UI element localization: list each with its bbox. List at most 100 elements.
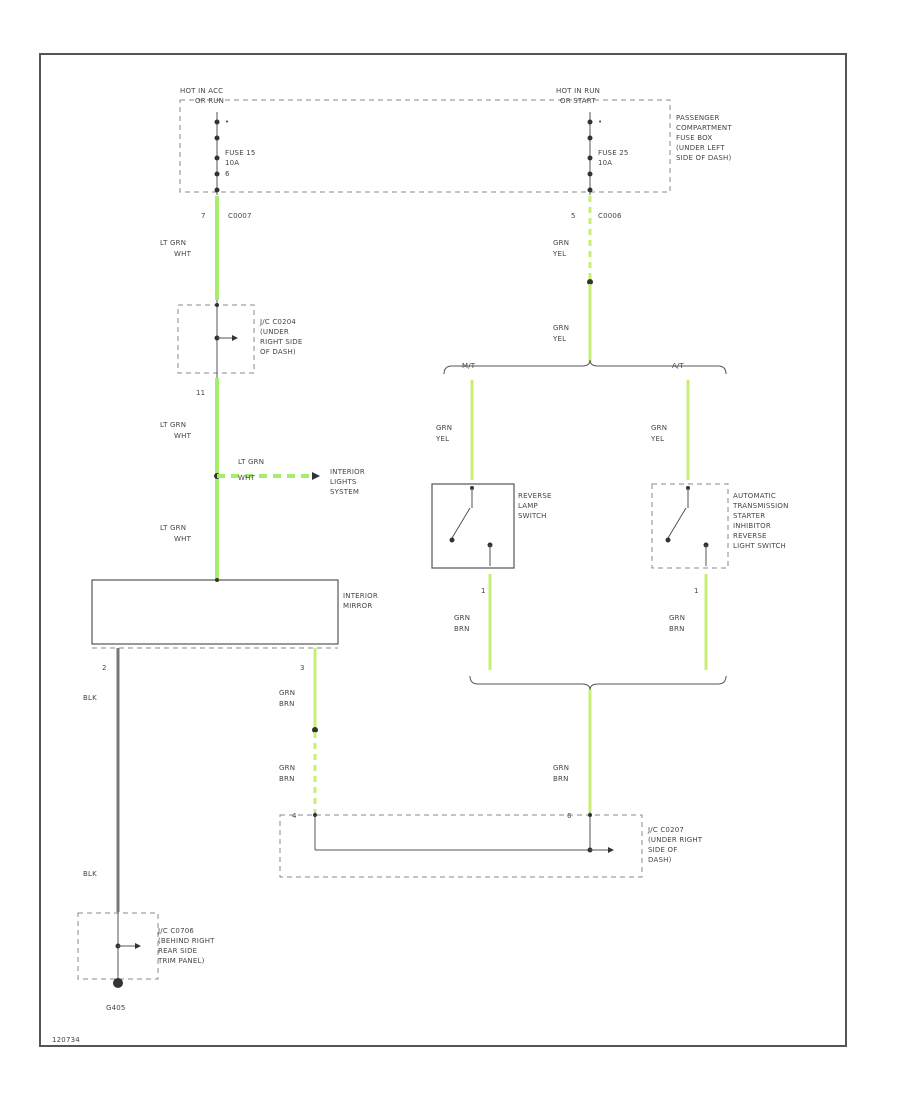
wire-label-ltgrn-4: LT GRN WHT <box>160 524 192 543</box>
svg-text:YEL: YEL <box>650 435 664 443</box>
interior-mirror-label: INTERIOR MIRROR <box>343 592 378 610</box>
svg-text:GRN: GRN <box>553 764 569 772</box>
svg-text:LAMP: LAMP <box>518 502 538 510</box>
jc-c0204-label: J/C C0204 (UNDER RIGHT SIDE OF DASH) <box>259 318 302 356</box>
svg-text:REAR SIDE: REAR SIDE <box>158 947 197 955</box>
wire-label-grnbrn-at: GRN BRN <box>669 614 685 633</box>
c0006-label: C0006 <box>598 212 622 220</box>
jc-c0207 <box>313 812 614 853</box>
or-start-label: OR START <box>560 97 596 105</box>
svg-text:LT GRN: LT GRN <box>160 421 186 429</box>
svg-text:(UNDER RIGHT: (UNDER RIGHT <box>648 836 703 844</box>
svg-text:(UNDER LEFT: (UNDER LEFT <box>676 144 725 152</box>
svg-text:RIGHT SIDE: RIGHT SIDE <box>260 338 302 346</box>
svg-text:YEL: YEL <box>435 435 449 443</box>
reverse-lamp-switch <box>449 486 493 566</box>
svg-text:LT GRN: LT GRN <box>160 524 186 532</box>
jc-c0204 <box>214 300 238 378</box>
svg-text:GRN: GRN <box>651 424 667 432</box>
svg-text:BRN: BRN <box>669 625 685 633</box>
wire-label-grnyel-1: GRN YEL <box>552 239 569 258</box>
jc-c0706-label: J/C C0706 (BEHIND RIGHT REAR SIDE TRIM P… <box>157 927 215 965</box>
svg-text:LT GRN: LT GRN <box>238 458 264 466</box>
svg-text:GRN: GRN <box>553 239 569 247</box>
or-run-label: OR RUN <box>195 97 224 105</box>
svg-text:TRANSMISSION: TRANSMISSION <box>732 502 789 510</box>
svg-text:TRIM PANEL): TRIM PANEL) <box>157 957 205 965</box>
jc-c0706 <box>115 912 141 982</box>
c0007-pin: 7 <box>201 212 206 220</box>
wire-label-ltgrn-3: LT GRN WHT <box>238 458 264 482</box>
svg-text:AUTOMATIC: AUTOMATIC <box>733 492 776 500</box>
svg-text:10A: 10A <box>225 159 239 167</box>
svg-text:WHT: WHT <box>174 535 192 543</box>
wire-label-grnyel-2: GRN YEL <box>552 324 569 343</box>
svg-text:10A: 10A <box>598 159 612 167</box>
wire-label-grnbrn-1: GRN BRN <box>279 689 295 708</box>
reverse-lamp-switch-label: REVERSE LAMP SWITCH <box>518 492 552 520</box>
svg-text:GRN: GRN <box>669 614 685 622</box>
svg-text:PASSENGER: PASSENGER <box>676 114 720 122</box>
svg-text:WHT: WHT <box>174 432 192 440</box>
svg-text:WHT: WHT <box>238 474 256 482</box>
svg-text:SIDE OF: SIDE OF <box>648 846 677 854</box>
svg-text:6: 6 <box>225 170 230 178</box>
svg-text:INHIBITOR: INHIBITOR <box>733 522 771 530</box>
interior-mirror-box <box>91 579 339 645</box>
jc-c0207-label: J/C C0207 (UNDER RIGHT SIDE OF DASH) <box>647 826 703 864</box>
svg-text:INTERIOR: INTERIOR <box>343 592 378 600</box>
svg-text:J/C C0204: J/C C0204 <box>259 318 296 326</box>
c0007-label: C0007 <box>228 212 252 220</box>
at-reverse-switch <box>665 486 709 566</box>
mt-label: M/T <box>462 362 476 370</box>
svg-text:SYSTEM: SYSTEM <box>330 488 359 496</box>
wire-label-grnyel-at: GRN YEL <box>650 424 667 443</box>
jc-c0204-pin: 11 <box>196 389 205 397</box>
jc-c0207-outline <box>279 814 643 878</box>
hot-run-label: HOT IN RUN <box>556 87 600 95</box>
hot-accy-label: HOT IN ACC <box>180 87 223 95</box>
wire-label-grnbrn-common: GRN BRN <box>553 764 569 783</box>
svg-text:YEL: YEL <box>552 335 566 343</box>
svg-text:STARTER: STARTER <box>733 512 765 520</box>
svg-text:DASH): DASH) <box>648 856 672 864</box>
wire-label-grnyel-mt: GRN YEL <box>435 424 452 443</box>
svg-text:LIGHTS: LIGHTS <box>330 478 357 486</box>
ground-label: G405 <box>106 1004 126 1012</box>
svg-text:BRN: BRN <box>279 700 295 708</box>
arrow-interior-lights <box>312 472 320 480</box>
svg-text:GRN: GRN <box>553 324 569 332</box>
option-bracket-top <box>443 359 727 375</box>
svg-text:FUSE 25: FUSE 25 <box>598 149 629 157</box>
svg-text:SIDE OF DASH): SIDE OF DASH) <box>676 154 731 162</box>
svg-text:BRN: BRN <box>279 775 295 783</box>
svg-text:LT GRN: LT GRN <box>160 239 186 247</box>
at-switch-pin: 1 <box>694 587 699 595</box>
at-switch-outline <box>651 483 729 569</box>
ground-point <box>113 978 123 988</box>
reverse-lamp-switch-box <box>431 483 515 569</box>
wire-label-grnbrn-mt: GRN BRN <box>454 614 470 633</box>
svg-text:(BEHIND RIGHT: (BEHIND RIGHT <box>158 937 215 945</box>
wire-label-ltgrn-2: LT GRN WHT <box>160 421 192 440</box>
svg-text:REVERSE: REVERSE <box>518 492 552 500</box>
svg-text:OF DASH): OF DASH) <box>260 348 296 356</box>
svg-text:YEL: YEL <box>552 250 566 258</box>
diagram-frame <box>39 53 847 1047</box>
svg-text:REVERSE: REVERSE <box>733 532 767 540</box>
svg-text:(UNDER: (UNDER <box>260 328 289 336</box>
svg-text:FUSE 15: FUSE 15 <box>225 149 256 157</box>
fuse-15: • FUSE 15 10A 6 <box>214 112 256 195</box>
option-bracket-bottom <box>469 675 727 691</box>
svg-text:MIRROR: MIRROR <box>343 602 372 610</box>
at-switch-label: AUTOMATIC TRANSMISSION STARTER INHIBITOR… <box>732 492 789 550</box>
wire-label-ltgrn-1: LT GRN WHT <box>160 239 192 258</box>
svg-text:WHT: WHT <box>174 250 192 258</box>
wire-label-blk-1: BLK <box>83 694 97 702</box>
svg-text:BRN: BRN <box>553 775 569 783</box>
svg-text:LIGHT SWITCH: LIGHT SWITCH <box>733 542 786 550</box>
svg-text:FUSE BOX: FUSE BOX <box>676 134 712 142</box>
svg-text:INTERIOR: INTERIOR <box>330 468 365 476</box>
at-label: A/T <box>672 362 685 370</box>
svg-text:•: • <box>598 118 602 126</box>
